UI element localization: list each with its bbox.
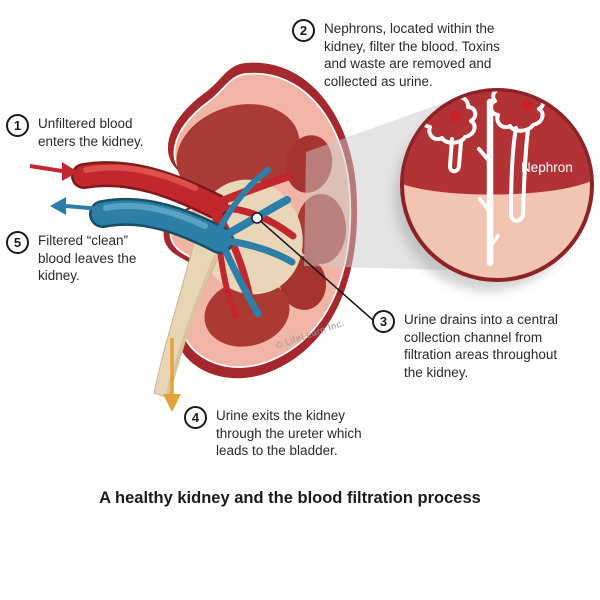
step-1-badge: 1 (6, 114, 29, 137)
callout-3: 3 Urine drains into a central collection… (372, 310, 558, 381)
callout-2-text: Nephrons, located within the kidney, fil… (324, 21, 500, 89)
nephron-loop-right (509, 126, 530, 223)
nephron-label: Nephron (521, 160, 573, 175)
duct-branch (488, 234, 500, 249)
nephron-diagram (403, 91, 591, 267)
callout-5-text: Filtered “clean” blood leaves the kidney… (38, 233, 137, 284)
duct-branch (478, 197, 492, 214)
step-2-badge: 2 (292, 19, 315, 42)
unfiltered-blood-arrow-icon (29, 162, 78, 181)
glomerulus-dot (449, 111, 461, 123)
urine-flow-arrow-icon (163, 338, 181, 412)
glomerulus-dot (521, 99, 533, 111)
step-5-badge: 5 (6, 231, 29, 254)
callout-3-anchor-dot (251, 212, 263, 224)
callout-5: 5 Filtered “clean” blood leaves the kidn… (6, 231, 137, 285)
callout-1: 1 Unfiltered blood enters the kidney. (6, 114, 144, 150)
figure-title: A healthy kidney and the blood filtratio… (99, 489, 481, 507)
kidney-body (71, 62, 358, 399)
step-3-badge: 3 (372, 310, 395, 333)
callout-1-text: Unfiltered blood enters the kidney. (38, 116, 144, 149)
callout-4: 4 Urine exits the kidney through the ure… (184, 406, 362, 460)
nephron-loop-left (448, 137, 463, 174)
duct-branch (477, 147, 492, 164)
callout-4-text: Urine exits the kidney through the urete… (216, 408, 362, 459)
callout-3-line (256, 217, 375, 322)
renal-vein (89, 167, 296, 318)
callout-3-text: Urine drains into a central collection c… (404, 312, 558, 380)
nephron-tubule-right (488, 91, 546, 133)
callout-2: 2 Nephrons, located within the kidney, f… (292, 19, 500, 90)
step-4-badge: 4 (184, 406, 207, 429)
inset-medulla-band (403, 91, 591, 195)
renal-pyramid (176, 104, 300, 200)
filtered-blood-arrow-icon (50, 197, 101, 215)
